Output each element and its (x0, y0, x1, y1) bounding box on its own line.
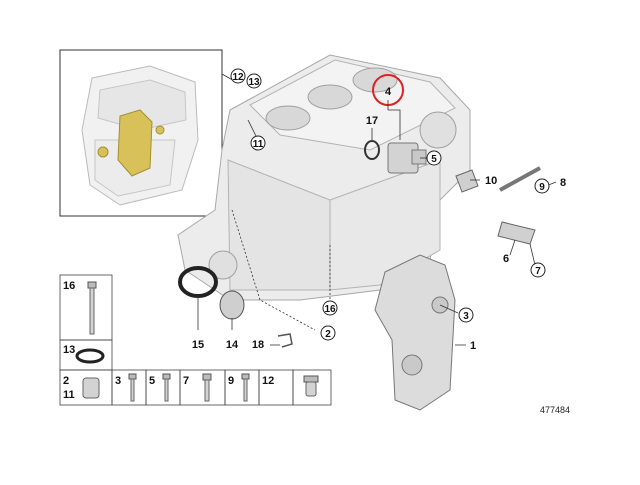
callout-7: 7 (530, 262, 546, 278)
reference-number: 477484 (540, 405, 570, 415)
legend-label-7: 7 (183, 375, 189, 387)
svg-text:9: 9 (539, 182, 545, 193)
callout-2: 2 (320, 325, 336, 341)
callout-16-block: 16 (322, 300, 338, 316)
legend-bolt-3 (128, 373, 137, 402)
legend-bolt-5 (162, 373, 171, 402)
callout-14: 14 (226, 339, 239, 351)
legend-label-3: 3 (115, 375, 121, 387)
callout-6: 6 (503, 253, 509, 265)
part-clip-18 (277, 333, 293, 348)
legend-washer-13 (75, 348, 105, 364)
engine-block (177, 54, 471, 301)
svg-text:11: 11 (253, 139, 264, 150)
callout-12: 12 (230, 68, 246, 84)
part-pipe-8 (499, 166, 541, 192)
legend-label-5: 5 (149, 375, 155, 387)
callout-18: 18 (252, 339, 264, 351)
legend-label-12: 12 (262, 375, 274, 387)
callout-5: 5 (426, 150, 442, 166)
svg-text:2: 2 (325, 329, 331, 340)
callout-3: 3 (458, 307, 474, 323)
inset-engine-image (81, 65, 199, 206)
callout-17: 17 (366, 115, 378, 127)
svg-text:16: 16 (324, 304, 336, 315)
svg-text:3: 3 (463, 311, 469, 322)
legend-label-16: 16 (63, 280, 75, 292)
legend-sleeve (82, 377, 100, 399)
callout-15: 15 (192, 339, 204, 351)
part-oring-17 (364, 140, 380, 160)
svg-text:13: 13 (248, 77, 260, 88)
legend-bolt-9 (241, 373, 250, 402)
callout-11: 11 (250, 135, 266, 151)
part-bracket-1 (374, 254, 456, 411)
callout-10: 10 (485, 175, 497, 187)
legend-plug-12 (303, 375, 319, 397)
svg-text:7: 7 (535, 266, 541, 277)
part-sensor-6 (497, 221, 536, 245)
legend-bolt-7 (202, 373, 212, 402)
part-sensor-4 (387, 142, 427, 174)
legend-bolt-16 (87, 281, 97, 335)
callout-13: 13 (246, 73, 262, 89)
legend-label-2: 2 (63, 375, 69, 387)
callout-9: 9 (534, 178, 550, 194)
legend-label-11: 11 (63, 389, 75, 401)
legend-grid (59, 274, 332, 406)
callout-4: 4 (385, 86, 392, 98)
part-sensor-10 (455, 169, 479, 193)
svg-text:5: 5 (431, 154, 437, 165)
part-plug-14 (219, 290, 245, 320)
legend-label-9: 9 (228, 375, 234, 387)
callout-8: 8 (560, 177, 566, 189)
svg-text:12: 12 (232, 72, 244, 83)
callout-1: 1 (470, 340, 476, 352)
inset-overview (59, 49, 237, 217)
legend-label-13: 13 (63, 344, 75, 356)
